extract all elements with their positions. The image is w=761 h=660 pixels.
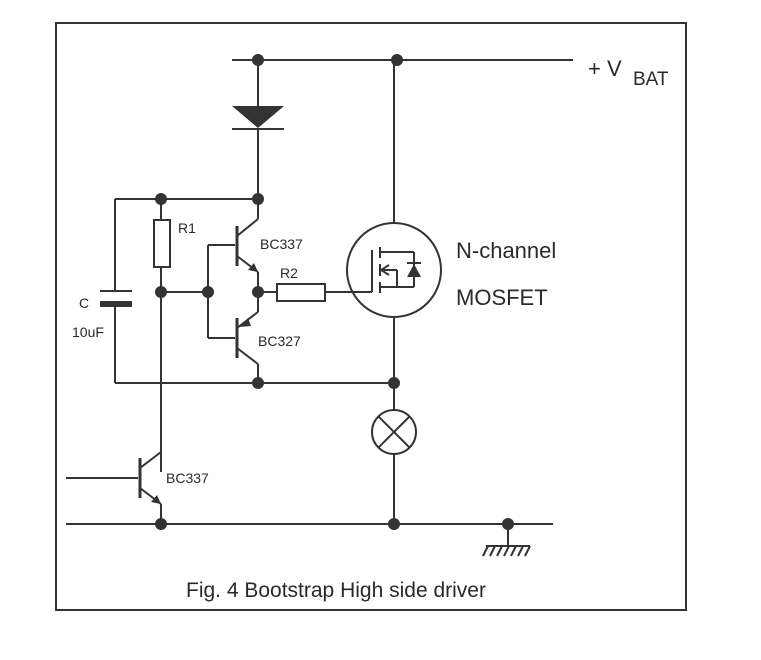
junction-dot [388,377,400,389]
mosfet-label-line2: MOSFET [456,285,548,310]
junction-dot [202,286,214,298]
junction-dot [252,54,264,66]
junction-dot [252,286,264,298]
junction-dot [388,518,400,530]
q-lower-label: BC327 [258,333,301,349]
transistor-bc337-upper [235,199,259,292]
diode-icon [232,106,284,130]
junction-dot [252,193,264,205]
r1-label: R1 [178,220,196,236]
resistor-r2 [276,283,326,302]
junction-dot [502,518,514,530]
junction-dot [252,377,264,389]
cap-name-label: C [79,295,89,311]
q-upper-label: BC337 [260,236,303,252]
transistor-bc337-driver [138,440,162,524]
junction-dot [155,518,167,530]
figure-caption: Fig. 4 Bootstrap High side driver [186,579,486,602]
resistor-r1 [153,219,171,268]
transistor-bc327-lower [235,292,259,383]
lamp-icon [371,409,417,455]
cap-value-label: 10uF [72,324,104,340]
figure-frame [55,22,687,611]
junction-dot [391,54,403,66]
q-driver-label: BC337 [166,470,209,486]
supply-subscript: BAT [633,69,669,90]
mosfet-icon [346,222,442,318]
junction-dot [155,286,167,298]
capacitor-icon [100,290,132,307]
r2-label: R2 [280,265,298,281]
junction-dot [155,193,167,205]
mosfet-label-line1: N-channel [456,238,556,263]
supply-label: + V [588,56,622,81]
